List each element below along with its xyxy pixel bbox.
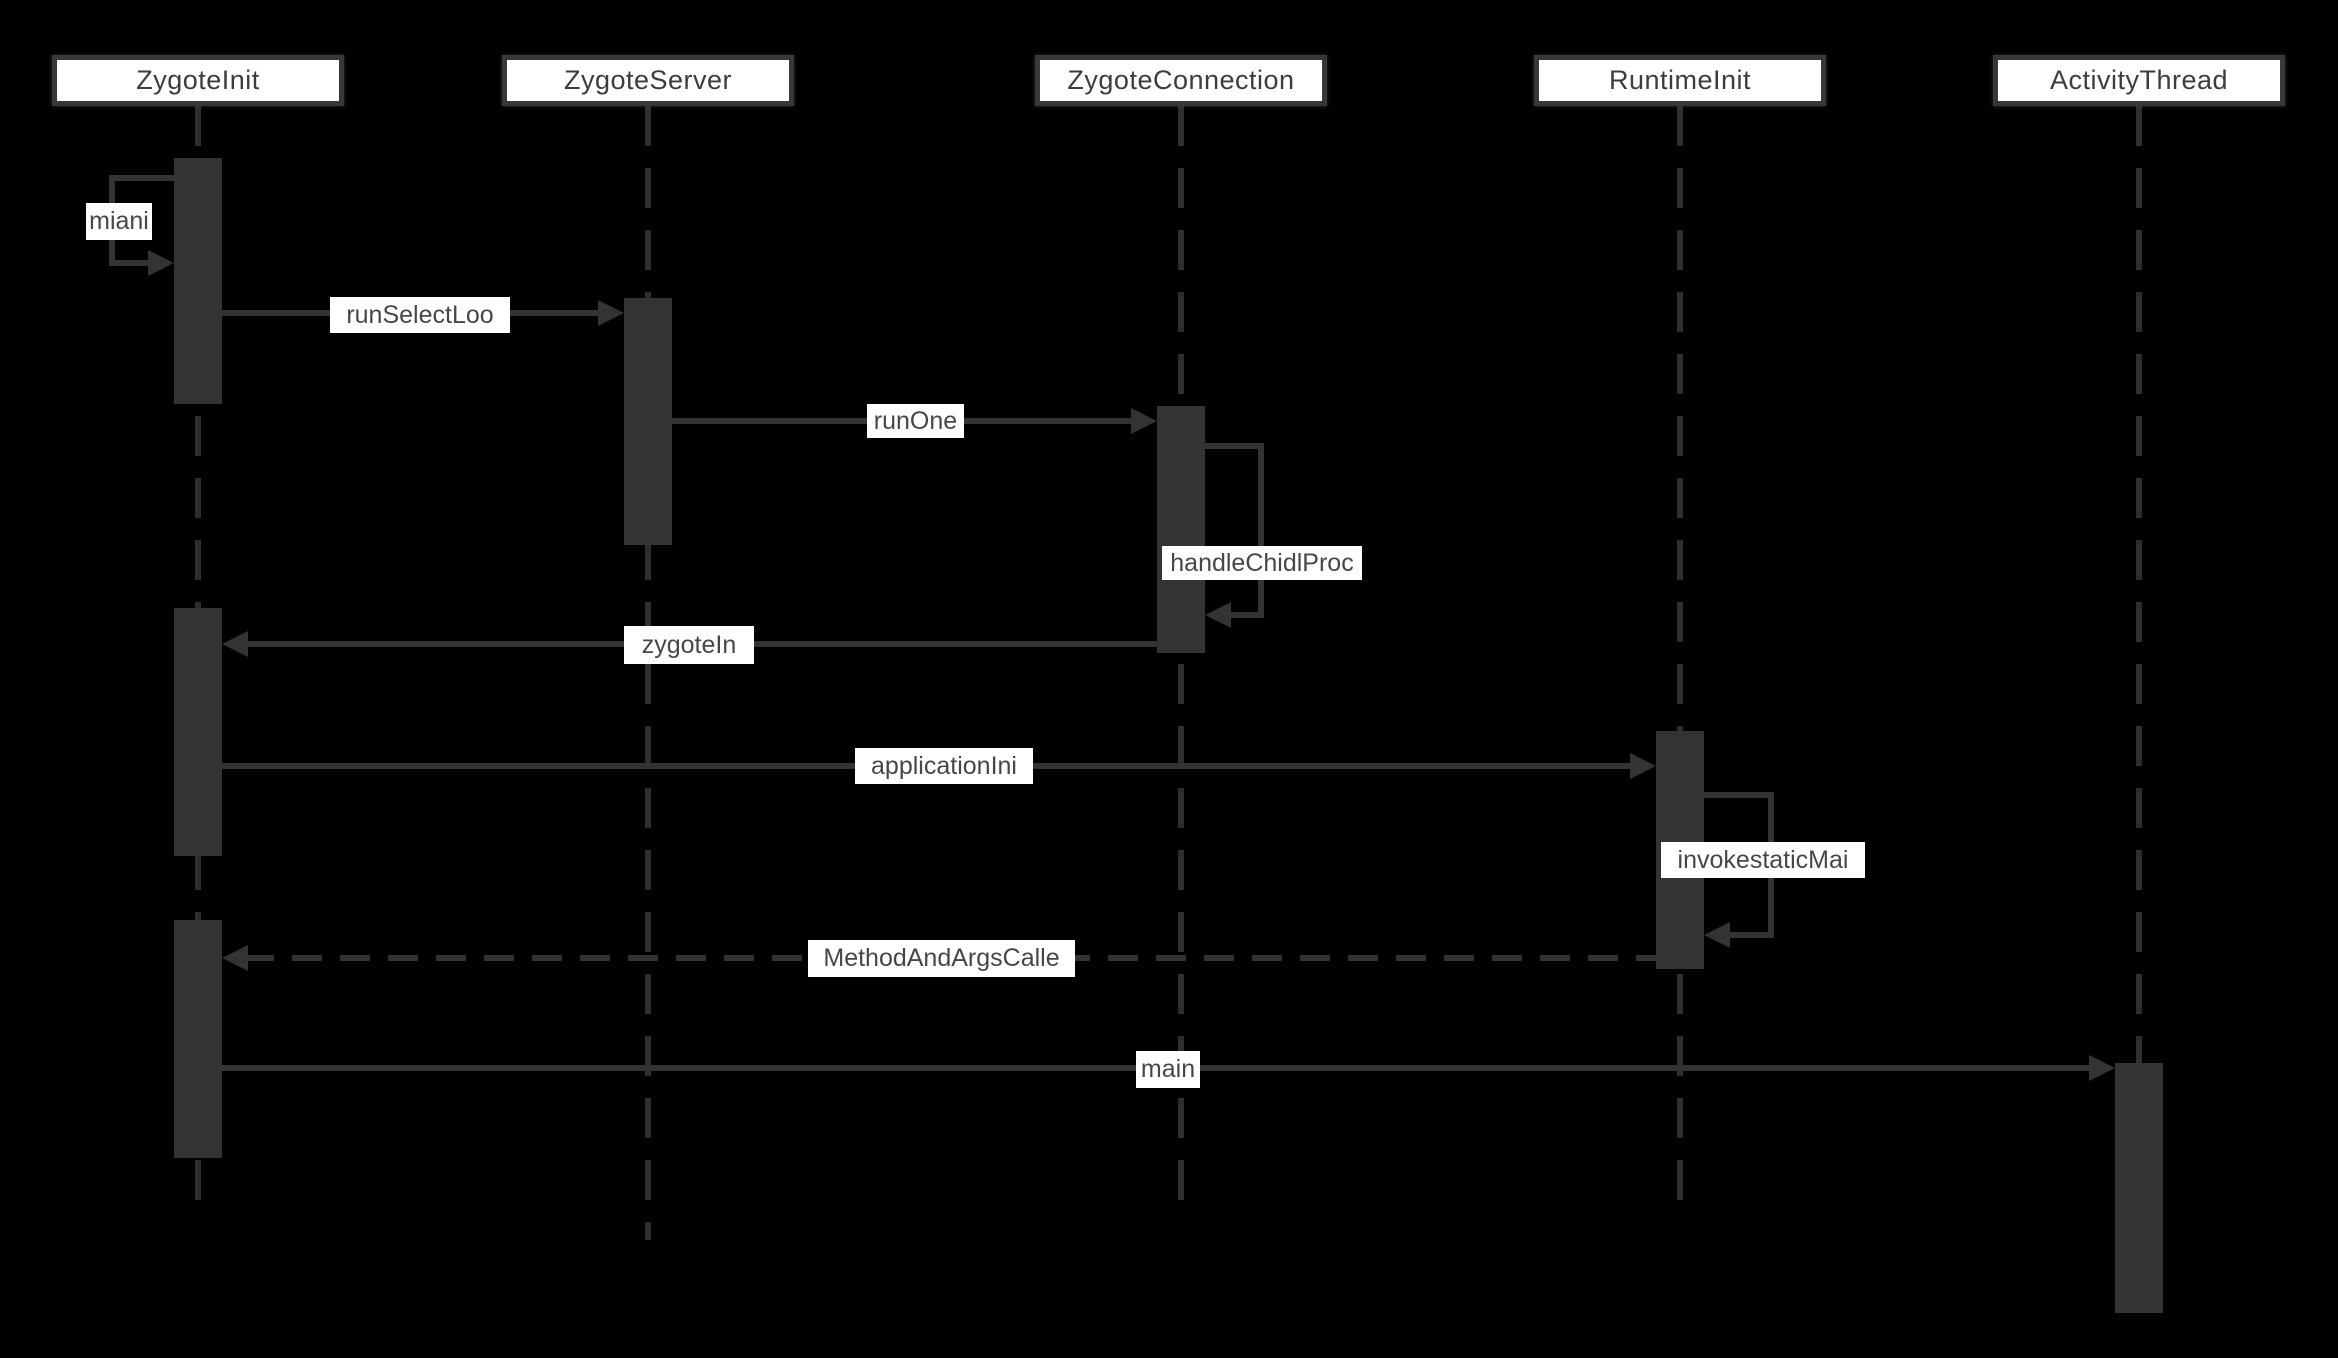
self-call-bottom-line [115, 260, 158, 266]
message-label: runSelectLoo [330, 297, 510, 333]
participant-label: ZygoteInit [136, 65, 260, 95]
lifeline-runtimeinit [1677, 106, 1683, 1205]
lifeline-zygoteserver [645, 106, 651, 1240]
self-call-top-line [1205, 443, 1264, 449]
self-call-side-line [1258, 443, 1264, 618]
message-label: handleChidlProc [1162, 546, 1362, 580]
activation-bar [1157, 406, 1205, 653]
participant-label: RuntimeInit [1608, 65, 1752, 95]
message-label: MethodAndArgsCalle [808, 940, 1075, 977]
message-label: runOne [867, 404, 964, 438]
message-label: zygoteIn [624, 626, 754, 664]
self-call-arrowhead [148, 250, 174, 276]
self-call-arrowhead [1704, 922, 1730, 948]
message-arrowhead [1131, 408, 1157, 434]
participant-label: ZygoteConnection [1067, 65, 1295, 95]
activation-bar [624, 298, 672, 545]
participant-header: ZygoteServer [502, 55, 794, 106]
lifeline-zygoteconnection [1178, 106, 1184, 1205]
self-call-arrowhead [1205, 602, 1231, 628]
participant-header: ActivityThread [1993, 55, 2285, 106]
message-arrowhead [598, 300, 624, 326]
message-arrowhead [2089, 1055, 2115, 1081]
message-label: applicationIni [855, 748, 1033, 784]
participant-label: ActivityThread [2049, 65, 2229, 95]
participant-header: RuntimeInit [1534, 55, 1826, 106]
participant-header: ZygoteInit [52, 55, 344, 106]
message-arrowhead [222, 631, 248, 657]
participant-label: ZygoteServer [563, 65, 733, 95]
self-call-bottom-line [1227, 612, 1264, 618]
message-arrowhead [1630, 753, 1656, 779]
message-label: invokestaticMai [1661, 842, 1865, 878]
lifeline-activitythread [2136, 106, 2142, 1313]
self-call-bottom-line [1726, 932, 1774, 938]
message-label: main [1136, 1051, 1200, 1088]
message-label: miani [86, 203, 152, 240]
activation-bar [174, 608, 222, 856]
self-call-top-line [115, 175, 180, 181]
message-arrowhead [222, 945, 248, 971]
participant-header: ZygoteConnection [1035, 55, 1327, 106]
self-call-top-line [1704, 792, 1774, 798]
activation-bar [174, 158, 222, 404]
activation-bar [174, 920, 222, 1158]
activation-bar [2115, 1063, 2163, 1313]
